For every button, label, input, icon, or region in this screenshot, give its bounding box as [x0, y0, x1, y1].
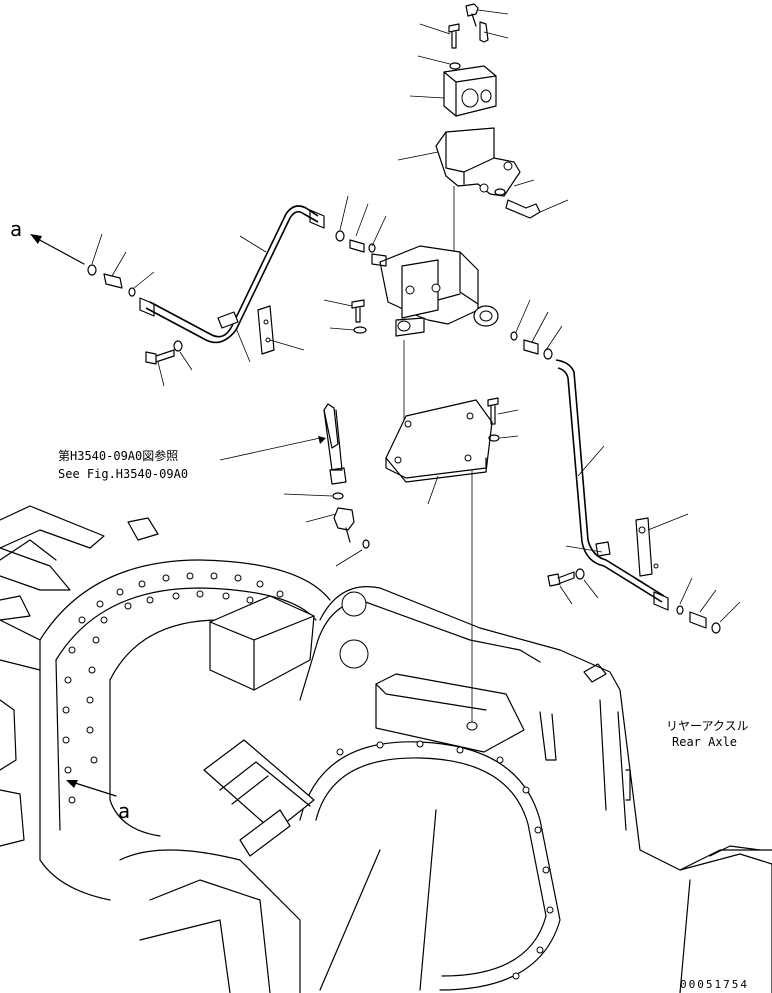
ref-label-en: See Fig.H3540-09A0 — [58, 467, 188, 481]
tire-tread — [0, 505, 159, 847]
right-brake-pipe — [547, 359, 689, 611]
arrow-mark-top: a — [10, 217, 22, 241]
ref-label-jp: 第H3540-09A0図参照 — [58, 448, 178, 463]
top-fittings — [417, 3, 509, 70]
wheel-hub — [0, 539, 331, 993]
brake-valve — [371, 245, 499, 420]
rear-axle-label-en: Rear Axle — [672, 735, 737, 749]
rear-axle-label-jp: リヤーアクスル — [666, 719, 749, 733]
left-brake-pipe — [139, 205, 325, 387]
mounting-bracket — [397, 127, 569, 256]
arrow-mark-bottom: a — [118, 799, 130, 823]
valve-block — [409, 65, 497, 117]
axle-housing — [299, 586, 772, 993]
left-valve-fittings — [323, 195, 387, 334]
ref-bolt — [219, 403, 370, 567]
drawing-code: 00051754 — [680, 978, 749, 991]
right-pipe-fittings — [676, 577, 741, 634]
right-valve-fittings — [510, 299, 563, 360]
hub-bolt-holes — [62, 572, 284, 804]
left-pipe-fittings — [30, 233, 155, 297]
mounting-plate — [385, 397, 519, 722]
